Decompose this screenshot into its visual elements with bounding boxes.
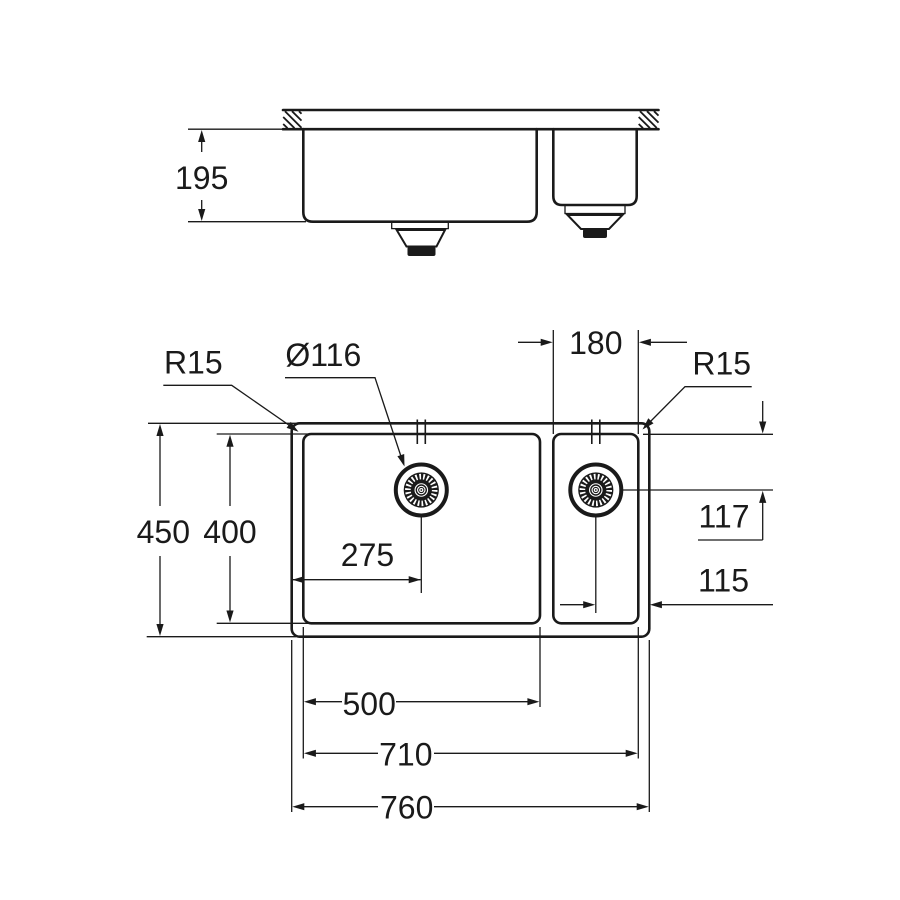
- arrow-down-icon: [759, 421, 767, 434]
- arrow-left-icon: [303, 749, 316, 757]
- arrow-down-icon: [198, 209, 206, 221]
- radius-right-label: R15: [692, 345, 751, 381]
- bowls-span-label: 710: [379, 736, 432, 772]
- countertop-hatch-right: [638, 110, 660, 129]
- arrow-diagonal-icon: [286, 421, 299, 432]
- large-bowl-width-label: 500: [343, 686, 396, 722]
- overall-width-label: 760: [380, 790, 433, 826]
- arrow-diagonal-icon: [397, 454, 405, 467]
- extension-lines: [291, 627, 650, 812]
- small-bowl: [551, 432, 640, 625]
- drain-offset-left-label: 275: [341, 537, 394, 573]
- countertop-section: [281, 108, 660, 131]
- dim-bowls-span-710: 710: [303, 736, 638, 772]
- arrow-down-icon: [226, 610, 234, 623]
- radius-left-label: R15: [164, 344, 223, 380]
- arrow-up-icon: [226, 434, 234, 447]
- arrow-up-icon: [198, 130, 206, 142]
- large-bowl-section: [302, 127, 538, 223]
- small-drain-centerline: [595, 489, 773, 613]
- large-drain-strainer: [396, 465, 447, 516]
- small-drain-strainer: [570, 465, 621, 516]
- large-drain-side: [391, 222, 449, 256]
- dim-drain-offset-275: 275: [292, 537, 421, 584]
- arrow-right-icon: [408, 576, 421, 584]
- bowl-depth-label: 400: [203, 514, 256, 550]
- drain-nut: [583, 229, 607, 238]
- drain-nut: [407, 246, 436, 256]
- arrow-right-icon: [625, 749, 638, 757]
- plan-view: 450 400 275 180 R15: [137, 325, 773, 826]
- dim-small-bowl-width-180: 180: [518, 325, 687, 434]
- overall-depth-label: 450: [137, 514, 190, 550]
- dim-overall-width-760: 760: [292, 790, 649, 826]
- drain-diameter-label: Ø116: [285, 337, 361, 373]
- arrow-right-icon: [527, 698, 540, 706]
- arrow-left-icon: [292, 576, 305, 584]
- dim-depth-195: 195: [175, 128, 306, 223]
- arrow-right-icon: [540, 338, 553, 346]
- dim-drain-offset-top-117: 117: [643, 401, 773, 541]
- callout-drain-diameter: Ø116: [285, 337, 405, 467]
- dim-overall-depth-450: 450: [137, 422, 300, 638]
- arrow-up-icon: [156, 424, 164, 436]
- sink-outer-edge: [290, 421, 651, 638]
- arrow-diagonal-icon: [642, 418, 654, 430]
- large-drain-center-ticks: [416, 419, 427, 444]
- callout-radius-left: R15: [163, 344, 299, 432]
- small-bowl-section: [552, 127, 638, 207]
- arrow-up-icon: [759, 490, 767, 503]
- callout-radius-right: R15: [642, 345, 752, 430]
- dim-bowl-depth-400: 400: [203, 433, 312, 624]
- arrow-left-icon: [638, 338, 651, 346]
- arrow-left-icon: [292, 803, 305, 811]
- countertop-hatch-left: [282, 110, 303, 129]
- small-drain-center-ticks: [591, 419, 601, 444]
- drain-offset-right-label: 115: [698, 563, 749, 599]
- arrow-left-icon: [303, 698, 316, 706]
- small-bowl-width-label: 180: [569, 325, 622, 361]
- dim-large-bowl-width-500: 500: [303, 686, 540, 722]
- arrow-left-icon: [649, 601, 662, 609]
- depth-label: 195: [175, 160, 228, 196]
- arrow-right-icon: [636, 803, 649, 811]
- arrow-down-icon: [156, 624, 164, 636]
- arrow-right-icon: [583, 601, 596, 609]
- large-bowl: [301, 432, 542, 625]
- drain-offset-top-label: 117: [698, 499, 749, 535]
- side-view: 195: [175, 108, 660, 256]
- dim-drain-offset-right-115: 115: [560, 563, 773, 609]
- small-drain-side: [564, 205, 626, 238]
